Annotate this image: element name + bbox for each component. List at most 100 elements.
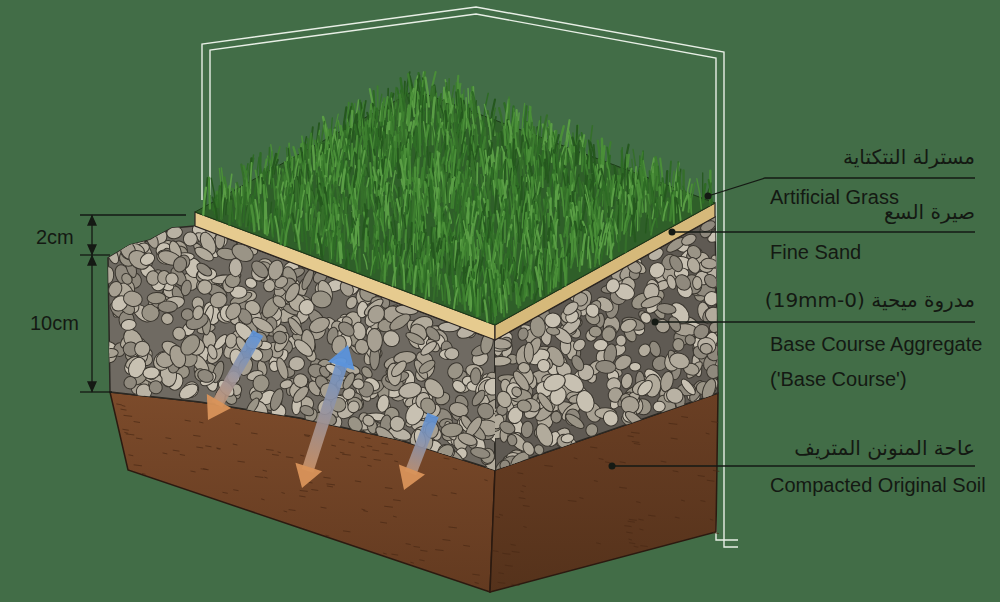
grass-blade bbox=[342, 170, 345, 193]
soil-speck bbox=[519, 498, 525, 499]
gravel-stone bbox=[143, 366, 160, 379]
gravel-stone bbox=[159, 311, 175, 327]
grass-blade bbox=[271, 167, 273, 188]
soil-speck bbox=[263, 470, 267, 471]
gravel-stone bbox=[181, 229, 201, 249]
soil-speck bbox=[568, 500, 577, 501]
grass-blade bbox=[338, 121, 341, 136]
soil-speck bbox=[419, 560, 424, 561]
soil-speck bbox=[599, 458, 604, 459]
gravel-stone bbox=[138, 251, 156, 268]
soil-speck bbox=[124, 432, 128, 433]
grass-blades bbox=[203, 72, 712, 323]
gravel-stone bbox=[244, 276, 259, 290]
soil-speck bbox=[196, 447, 203, 448]
soil-speck bbox=[596, 543, 600, 544]
grass-blade bbox=[496, 133, 499, 148]
soil-speck bbox=[251, 433, 258, 434]
soil-speck bbox=[432, 495, 438, 496]
grass-blade bbox=[429, 115, 431, 145]
soil-speck bbox=[505, 565, 513, 566]
soil-speck bbox=[272, 454, 279, 455]
soil-speck bbox=[299, 496, 305, 497]
soil-speck bbox=[136, 438, 142, 439]
grass-blade bbox=[313, 146, 315, 169]
grass-blade bbox=[480, 149, 484, 176]
soil-speck bbox=[238, 461, 245, 462]
soil-speck bbox=[518, 473, 524, 474]
soil-speck bbox=[634, 546, 638, 547]
gravel-stone bbox=[206, 344, 219, 361]
soil-speck bbox=[448, 527, 456, 528]
gravel-stone bbox=[653, 401, 666, 413]
gravel-stone bbox=[310, 289, 333, 309]
soil-speck bbox=[443, 540, 451, 541]
soil-speck bbox=[711, 421, 718, 422]
gravel-stone bbox=[498, 459, 511, 472]
soil-speck bbox=[360, 457, 366, 458]
gravel-stone bbox=[345, 414, 365, 435]
gravel-stone bbox=[365, 303, 388, 327]
gravel-stone bbox=[541, 371, 568, 394]
soil-speck bbox=[707, 480, 714, 481]
soil-texture bbox=[116, 404, 719, 585]
gravel-stone bbox=[196, 368, 215, 385]
soil-speck bbox=[496, 517, 500, 518]
soil-speck bbox=[361, 447, 364, 448]
gravel-stone bbox=[685, 256, 702, 275]
grass-blade bbox=[269, 167, 271, 184]
soil-speck bbox=[475, 582, 479, 583]
soil-speck bbox=[523, 505, 530, 506]
gravel-stone bbox=[665, 274, 677, 290]
gravel-stone bbox=[664, 386, 685, 406]
soil-speck bbox=[311, 489, 318, 490]
soil-speck bbox=[185, 420, 191, 421]
gravel-stone bbox=[604, 277, 622, 296]
soil-speck bbox=[394, 461, 398, 462]
gravel-stone bbox=[163, 271, 180, 288]
grass-blade bbox=[493, 117, 496, 136]
soil-speck bbox=[163, 453, 168, 454]
soil-speck bbox=[385, 454, 393, 455]
soil-speck bbox=[648, 515, 655, 516]
soil-speck bbox=[579, 498, 583, 499]
soil-speck bbox=[166, 438, 172, 439]
soil-speck bbox=[191, 471, 196, 472]
soil-layer bbox=[110, 392, 718, 592]
grass-blade bbox=[665, 171, 668, 189]
gravel-stone bbox=[147, 378, 165, 396]
grass-blade bbox=[336, 164, 339, 186]
soil-speck bbox=[331, 445, 336, 446]
gravel-stone bbox=[561, 433, 575, 444]
soil-speck bbox=[261, 499, 264, 500]
gravel-stones bbox=[485, 213, 727, 475]
soil-speck bbox=[493, 551, 499, 552]
soil-speck bbox=[631, 432, 640, 433]
soil-speck bbox=[116, 404, 121, 405]
gravel-stone bbox=[180, 279, 193, 296]
soil-speck bbox=[681, 417, 688, 418]
soil-speck bbox=[629, 539, 632, 540]
soil-speck bbox=[523, 526, 526, 527]
soil-speck bbox=[122, 405, 126, 406]
soil-speck bbox=[123, 429, 129, 430]
soil-speck bbox=[420, 550, 427, 551]
gravel-stone bbox=[498, 419, 517, 436]
soil-speck bbox=[281, 492, 284, 493]
soil-speck bbox=[713, 533, 719, 534]
gravel-stone bbox=[691, 322, 711, 342]
gravel-stone bbox=[656, 302, 677, 315]
gravel-stone bbox=[279, 378, 293, 390]
soil-speck bbox=[661, 461, 666, 462]
gravel-stone bbox=[417, 358, 437, 376]
grass-blade bbox=[525, 142, 527, 165]
soil-speck bbox=[414, 546, 420, 547]
gravel-stone bbox=[510, 385, 524, 399]
gravel-stone bbox=[666, 315, 683, 334]
soil-speck bbox=[675, 517, 680, 518]
gravel-stone bbox=[390, 416, 406, 432]
soil-speck bbox=[638, 519, 643, 520]
soil-speck bbox=[124, 415, 133, 416]
soil-speck bbox=[384, 506, 393, 507]
gravel-stone bbox=[121, 374, 139, 391]
